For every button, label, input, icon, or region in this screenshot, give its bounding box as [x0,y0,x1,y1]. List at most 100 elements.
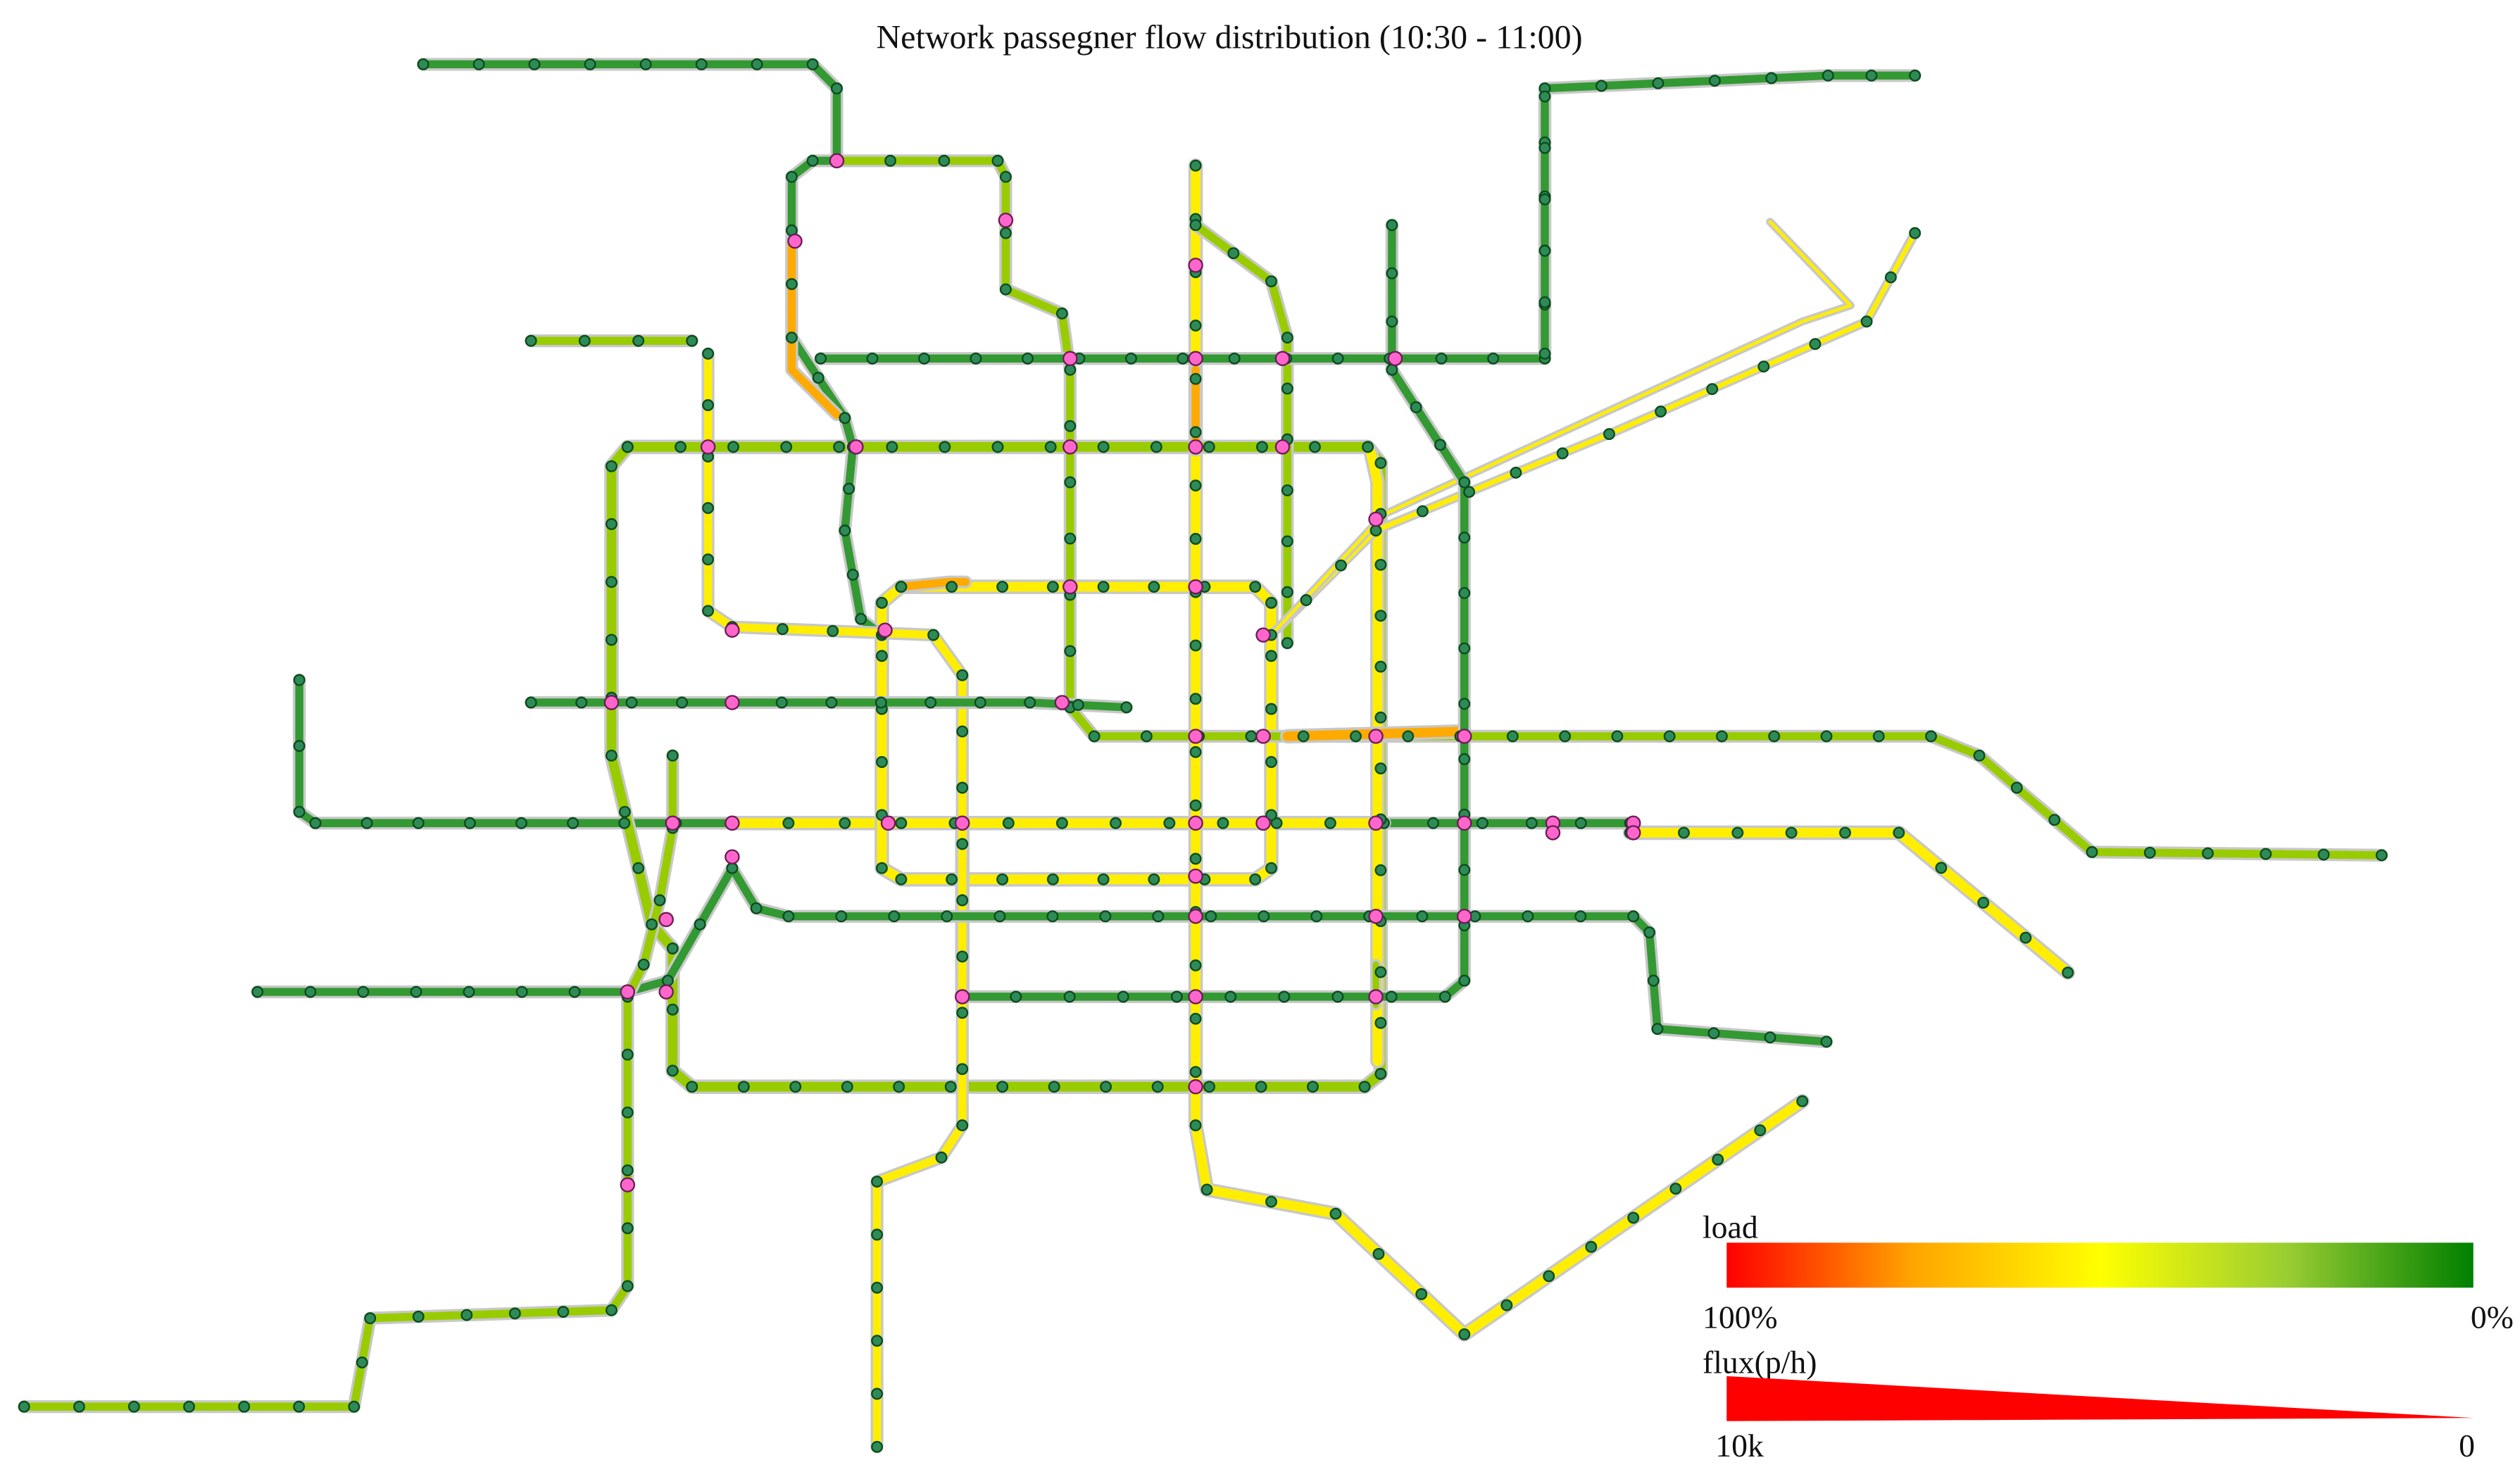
station-marker [1643,926,1656,938]
station-marker [702,502,715,515]
station-marker [508,1307,521,1320]
station-marker [775,696,788,709]
station-marker [1203,441,1215,453]
transfer-station-marker [1188,989,1203,1005]
station-marker [2062,967,2074,979]
line-13-casing [416,58,889,642]
station-marker [1374,762,1387,775]
transfer-station-marker [665,815,681,831]
transfer-station-marker [954,815,970,831]
station-marker [662,974,674,987]
station-marker [956,669,969,681]
station-marker [575,696,588,709]
station-marker [1627,910,1640,923]
station-marker [1189,639,1202,652]
station-marker [1510,466,1522,479]
station-marker [1189,426,1202,439]
station-marker [653,894,666,907]
line-9 [253,864,1831,1046]
station-marker [2086,845,2098,858]
station-marker [637,958,650,971]
station-marker [1335,559,1347,572]
station-marker [871,1387,884,1400]
station-marker [1427,817,1439,829]
station-marker [2143,846,2156,859]
station-marker [1374,558,1387,571]
transfer-station-marker [1368,729,1384,744]
station-marker [956,1119,969,1132]
station-marker [557,1306,570,1318]
station-marker [621,1280,634,1292]
station-marker [1809,338,1822,351]
station-marker [1374,711,1387,724]
station-marker [1265,862,1277,874]
station-marker [782,817,795,829]
station-marker [1265,809,1277,822]
transfer-station-marker [998,213,1014,228]
station-marker [525,334,537,347]
transfer-station-marker [1255,815,1271,831]
station-marker [528,58,541,70]
station-marker [1278,990,1291,1003]
station-marker [515,817,527,829]
station-marker [361,817,373,829]
station-marker [1487,352,1500,365]
station-marker [1281,535,1293,548]
station-marker [1416,910,1429,923]
station-marker [1099,910,1112,923]
station-marker [1706,383,1719,396]
legend-flux-label: flux(p/h) [1703,1344,1817,1380]
station-marker [584,58,596,70]
station-marker [833,441,846,453]
station-marker [1331,990,1344,1003]
station-marker [460,1309,473,1321]
station-marker [1189,1012,1202,1025]
station-marker [1458,476,1471,489]
station-marker [1611,730,1624,743]
station-marker [1100,1081,1112,1093]
station-marker [1785,826,1798,839]
station-marker [412,1310,425,1323]
station-marker [357,986,370,998]
station-marker [991,441,1004,453]
station-marker [1044,441,1057,453]
station-marker [1307,1081,1319,1093]
station-marker [1385,990,1398,1003]
station-marker [1097,873,1110,886]
station-marker [1258,910,1270,923]
station-marker [999,170,1012,183]
station-marker [1281,382,1293,395]
station-marker [606,460,618,472]
station-marker [686,334,698,347]
station-marker [618,817,631,829]
station-marker [1265,703,1277,715]
station-marker [1152,910,1165,923]
transfer-station-marker [848,439,864,455]
transfer-station-marker [1457,908,1472,924]
station-marker [918,352,930,365]
station-marker [1297,730,1310,743]
station-marker [1435,352,1448,365]
transfer-station-marker [1368,989,1384,1005]
station-marker [702,605,715,617]
transfer-station-marker [1062,351,1078,366]
line-13 [419,60,886,639]
station-marker [1458,587,1471,599]
station-marker [726,862,739,874]
station-marker [1757,360,1770,373]
station-marker [895,873,908,886]
transfer-station-marker [877,622,893,638]
station-marker [999,227,1012,239]
station-marker [18,1400,30,1413]
station-marker [1224,990,1237,1003]
station-marker [875,650,888,662]
metro-stations [18,58,2388,1453]
station-marker [1872,730,1885,743]
station-marker [666,1064,679,1077]
station-marker [1064,420,1077,432]
station-marker [1063,990,1076,1003]
station-marker [1458,864,1471,876]
station-marker [621,1048,634,1061]
station-marker [1088,730,1101,743]
station-marker [841,1081,853,1093]
